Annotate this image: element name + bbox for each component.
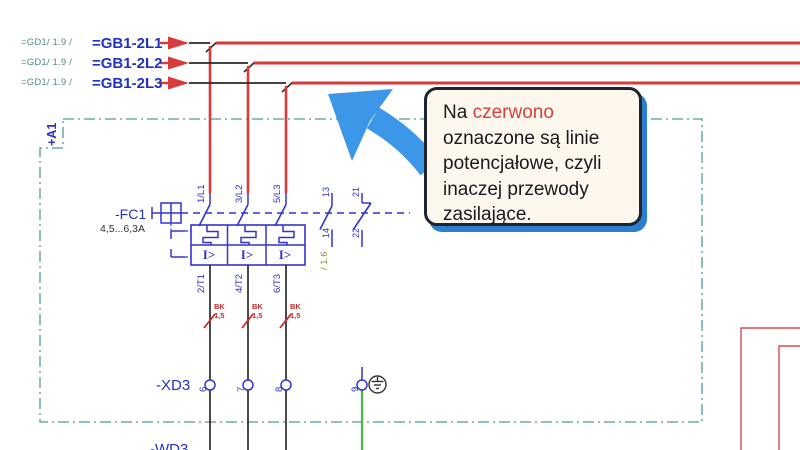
arrow-right-icon — [168, 56, 189, 70]
magnetic-trip-symbol: I> — [202, 247, 216, 262]
potential-line-L3 — [160, 76, 800, 193]
potential-label: =GB1-2L2 — [92, 55, 163, 72]
terminal-strip-name: -XD3 — [156, 377, 191, 394]
cross-reference: =GD1/ 1.9 / — [21, 57, 73, 68]
breaker-symbol — [151, 193, 410, 266]
cross-reference: =GD1/ 1.9 / — [21, 77, 73, 88]
frame-border — [39, 118, 703, 423]
terminal-strip-symbol — [204, 367, 387, 450]
magnetic-trip-symbol: I> — [278, 247, 292, 262]
cross-reference: =GD1/ 1.9 / — [21, 37, 73, 48]
highlight-word: czerwono — [472, 102, 554, 123]
magnetic-trip-symbol: I> — [240, 247, 254, 262]
arrow-right-icon — [168, 36, 189, 50]
potential-line-corner-outer — [740, 327, 800, 450]
potential-label: =GB1-2L3 — [92, 75, 163, 92]
potential-label: =GB1-2L1 — [92, 35, 163, 52]
potential-line-corner-inner — [778, 345, 800, 450]
callout-text: Na czerwono oznaczone są linie potencjał… — [443, 102, 602, 225]
callout-bubble: Na czerwono oznaczone są linie potencjał… — [424, 87, 642, 226]
cable-name: -WD3 — [150, 441, 189, 450]
arrow-right-icon — [168, 76, 189, 90]
potential-line-L2 — [160, 56, 800, 193]
earth-ground-icon — [368, 375, 387, 394]
load-wires — [203, 265, 292, 450]
breaker-name: -FC1 — [115, 206, 147, 222]
potential-line-L1 — [160, 36, 800, 193]
breaker-rating: 4,5...6,3A — [100, 223, 145, 235]
